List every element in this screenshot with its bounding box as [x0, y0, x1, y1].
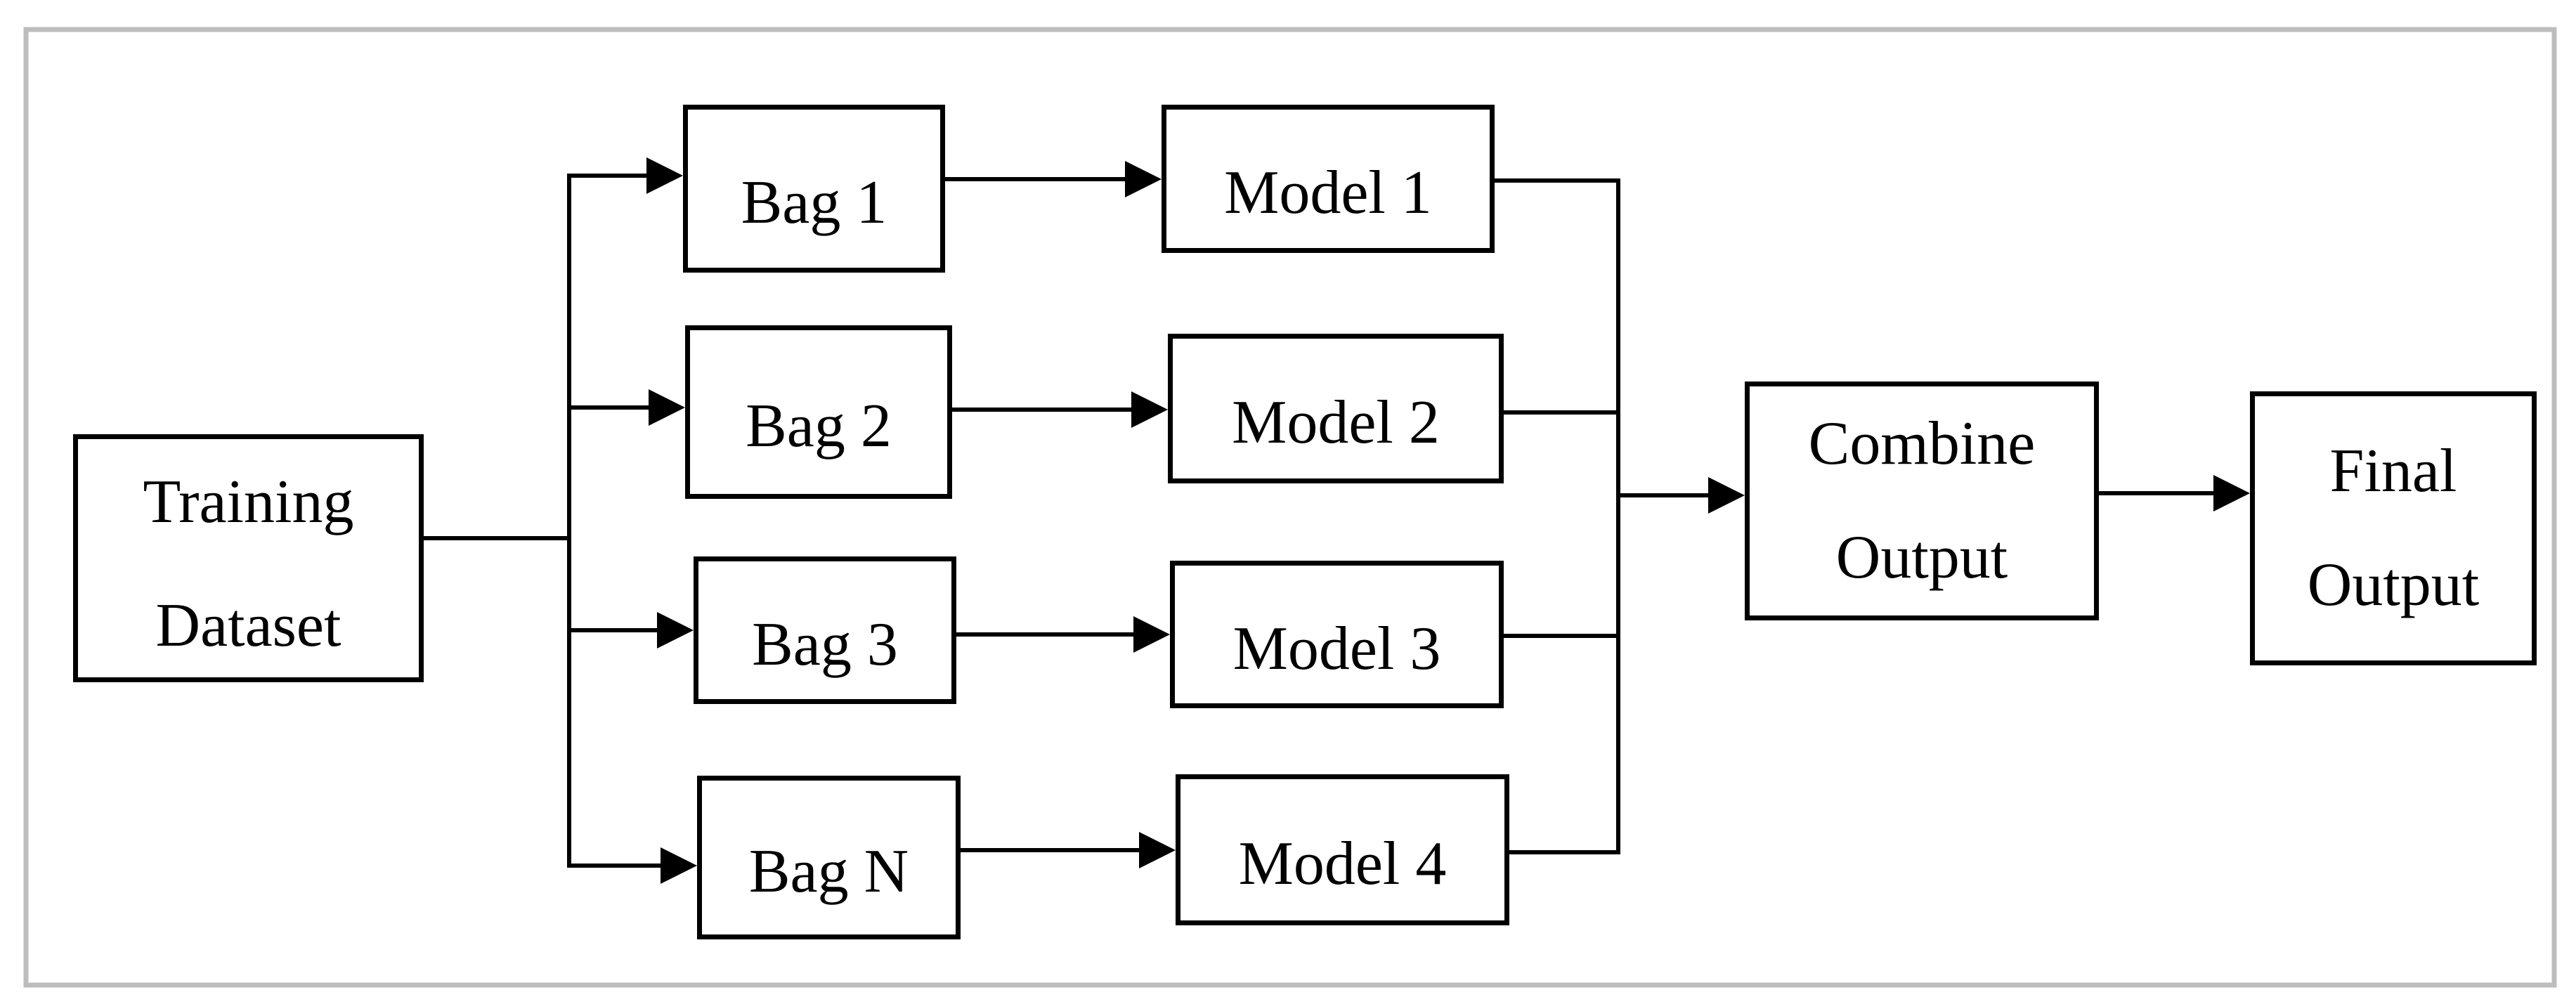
- node-bag3: Bag 3: [694, 556, 956, 704]
- node-model3-label: Model 3: [1232, 614, 1441, 683]
- arrowhead-into-bagN: [661, 847, 697, 884]
- node-model3: Model 3: [1170, 561, 1504, 708]
- label-line: Training: [143, 467, 354, 536]
- node-combine-output-label: Combine Output: [1809, 387, 2036, 615]
- node-model4-label: Model 4: [1238, 830, 1447, 898]
- arrowhead-into-model4: [1139, 832, 1176, 868]
- node-model1-label: Model 1: [1224, 159, 1432, 227]
- arrowhead-into-combine: [1708, 477, 1745, 514]
- node-bag2-label: Bag 2: [746, 392, 892, 460]
- label-line: Output: [1835, 523, 2008, 592]
- arrowhead-into-bag2: [649, 389, 685, 426]
- arrowhead-into-final: [2213, 475, 2250, 511]
- node-bag1: Bag 1: [683, 105, 945, 273]
- arrowhead-into-bag3: [657, 612, 694, 649]
- node-bag1-label: Bag 1: [741, 169, 887, 237]
- node-final-output-label: Final Output: [2308, 415, 2479, 642]
- node-model2-label: Model 2: [1232, 389, 1440, 457]
- node-model4: Model 4: [1176, 774, 1509, 925]
- label-line: Final: [2329, 437, 2457, 505]
- node-bagN: Bag N: [697, 776, 961, 939]
- arrowhead-into-bag1: [646, 157, 683, 194]
- node-bag3-label: Bag 3: [752, 610, 898, 679]
- arrowhead-into-model2: [1131, 391, 1168, 428]
- arrowhead-into-model3: [1133, 616, 1170, 653]
- node-model2: Model 2: [1168, 334, 1504, 483]
- label-line: Output: [2307, 551, 2480, 619]
- node-model1: Model 1: [1162, 105, 1495, 253]
- label-line: Combine: [1808, 410, 2036, 478]
- arrowhead-into-model1: [1125, 161, 1162, 197]
- node-training-dataset: Training Dataset: [73, 434, 424, 682]
- node-final-output: Final Output: [2250, 391, 2537, 665]
- node-bag2: Bag 2: [685, 325, 952, 499]
- figure-frame: [23, 27, 2557, 988]
- label-line: Dataset: [155, 591, 341, 660]
- node-combine-output: Combine Output: [1745, 382, 2099, 620]
- node-training-dataset-label: Training Dataset: [143, 441, 354, 688]
- node-bagN-label: Bag N: [748, 838, 909, 906]
